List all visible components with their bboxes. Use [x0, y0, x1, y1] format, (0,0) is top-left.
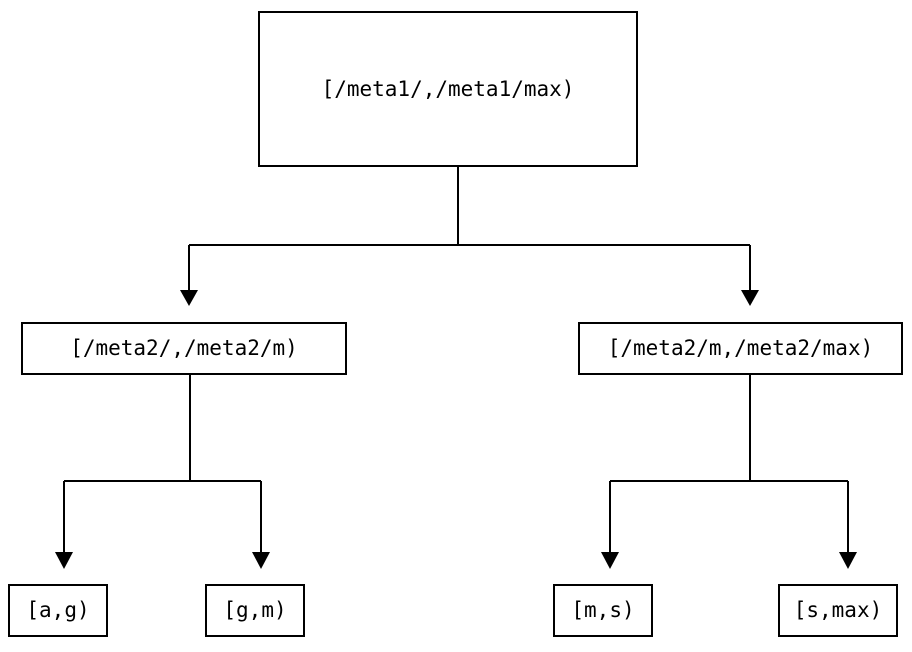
edge-midleft-to-leaves [63, 375, 262, 552]
node-mid-right-label: [/meta2/m,/meta2/max) [607, 336, 874, 360]
arrowhead-icon-to-leaf-g-m [252, 552, 270, 569]
arrowhead-icon-to-mid-left [180, 290, 198, 306]
node-leaf-a-g-label: [a,g) [26, 598, 90, 622]
node-leaf-g-m[interactable]: [g,m) [205, 584, 305, 637]
arrowhead-icon-to-leaf-m-s [601, 552, 619, 569]
node-leaf-m-s[interactable]: [m,s) [553, 584, 653, 637]
node-leaf-s-max-label: [s,max) [793, 598, 883, 622]
node-leaf-m-s-label: [m,s) [571, 598, 635, 622]
arrowhead-icon-to-mid-right [741, 290, 759, 306]
node-leaf-s-max[interactable]: [s,max) [778, 584, 898, 637]
node-leaf-a-g[interactable]: [a,g) [8, 584, 108, 637]
node-leaf-g-m-label: [g,m) [223, 598, 287, 622]
arrowhead-icon-to-leaf-a-g [55, 552, 73, 569]
node-mid-left[interactable]: [/meta2/,/meta2/m) [21, 322, 347, 375]
node-root[interactable]: [/meta1/,/meta1/max) [258, 11, 638, 167]
node-mid-left-label: [/meta2/,/meta2/m) [70, 336, 298, 360]
edge-root-to-level1 [188, 167, 751, 290]
node-root-label: [/meta1/,/meta1/max) [321, 76, 575, 101]
node-mid-right[interactable]: [/meta2/m,/meta2/max) [578, 322, 903, 375]
edge-midright-to-leaves [609, 375, 849, 552]
arrowhead-icon-to-leaf-s-max [839, 552, 857, 569]
